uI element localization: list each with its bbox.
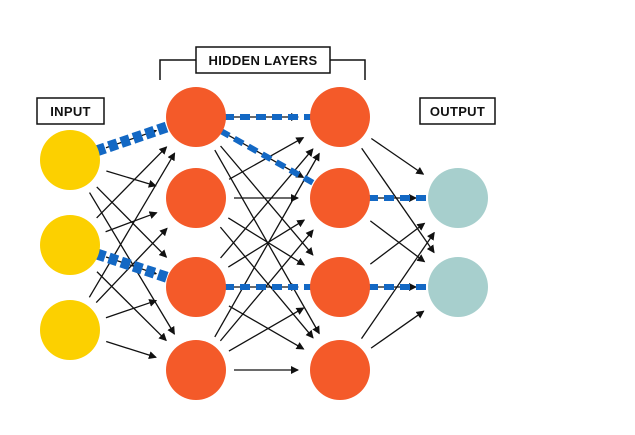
hidden-2-node-3 (310, 257, 370, 317)
edge-l2n0-l3n0 (370, 137, 425, 175)
edge-l1n3-l2n2 (228, 307, 305, 352)
edge-l1n3-l2n1 (219, 229, 314, 342)
edge-l1n2-l2n3 (228, 305, 305, 350)
edge-l1n3-l2n0 (214, 152, 320, 338)
edge-l2n3-l3n0 (360, 231, 435, 340)
input-node-1 (40, 130, 100, 190)
edge-l0n0-l1n3 (88, 192, 175, 335)
hidden-1-node-4 (166, 340, 226, 400)
hidden-1-node-1 (166, 87, 226, 147)
edge-l1n1-l2n3 (219, 226, 314, 339)
edge-l2n2-l3n0 (369, 222, 426, 265)
output-label-text: OUTPUT (430, 104, 485, 119)
output-node-1 (428, 168, 488, 228)
edge-l1n1-l2n2 (227, 217, 306, 266)
input-node-3 (40, 300, 100, 360)
edge-l0n2-l1n0 (88, 152, 176, 298)
highlighted-paths (94, 114, 430, 290)
input-node-2 (40, 215, 100, 275)
hidden-layers-label-text: HIDDEN LAYERS (209, 53, 318, 68)
hidden-1-node-3 (166, 257, 226, 317)
edge-l1n2-l2n0 (220, 148, 314, 259)
input-label-box (36, 97, 105, 125)
hidden-2-node-1 (310, 87, 370, 147)
hidden-2-node-4 (310, 340, 370, 400)
edge-l0n0-l1n1 (106, 170, 157, 188)
edge-l0n2-l1n2 (105, 299, 158, 319)
input-label-text: INPUT (50, 104, 91, 119)
output-label-box (419, 97, 496, 125)
edge-l0n1-l1n1 (105, 211, 158, 233)
connection-edges (88, 113, 435, 374)
hidden-layers-label: HIDDEN LAYERS (159, 46, 366, 80)
edge-l1n2-l2n1 (227, 219, 306, 268)
hidden-layers-bracket (159, 59, 366, 80)
network-nodes (40, 87, 488, 400)
edge-l1n0-l2n2 (220, 145, 314, 256)
hidden-layers-label-box (195, 46, 331, 74)
input-label: INPUT (36, 97, 105, 125)
hidden-2-node-2 (310, 168, 370, 228)
edge-l2n1-l3n1 (369, 220, 426, 263)
output-node-2 (428, 257, 488, 317)
edge-l2n0-l3n1 (361, 147, 435, 254)
highlight-edge-3 (218, 128, 318, 187)
edge-l0n2-l1n3 (106, 340, 157, 359)
edge-l2n3-l3n1 (370, 310, 425, 349)
edge-l0n1-l1n3 (96, 271, 167, 342)
edge-l0n2-l1n1 (95, 227, 168, 303)
edge-l0n1-l1n0 (96, 146, 168, 219)
hidden-1-node-2 (166, 168, 226, 228)
output-label: OUTPUT (419, 97, 496, 125)
